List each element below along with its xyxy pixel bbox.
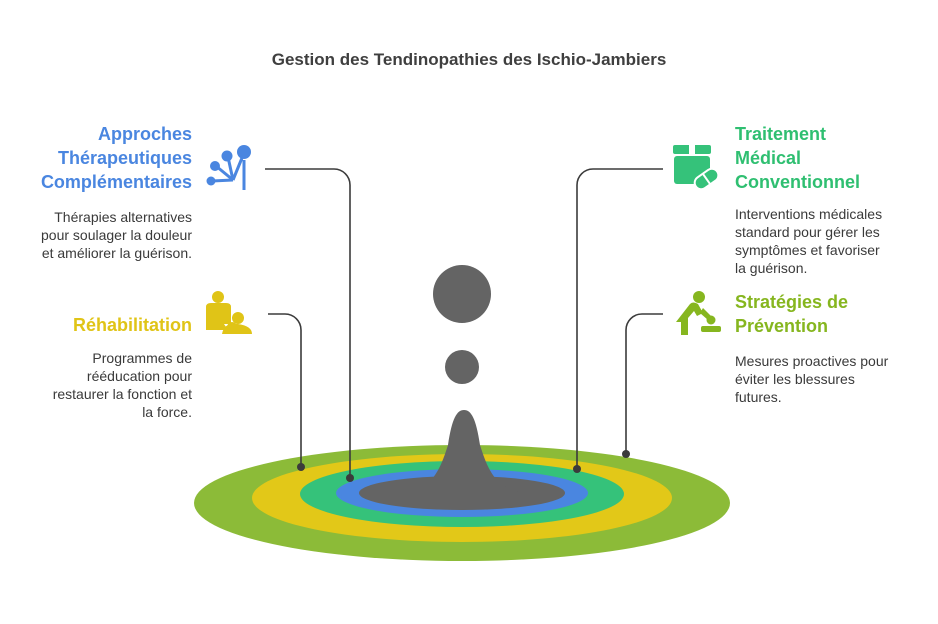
medical-description-line: la guérison.: [735, 260, 808, 276]
rehabilitation-heading: Réhabilitation: [20, 313, 192, 337]
complementary-description-line: Thérapies alternatives: [54, 209, 192, 225]
complementary-description-line: pour soulager la douleur: [41, 227, 192, 243]
medical-heading-line: Traitement: [735, 124, 827, 144]
medical-description-line: standard pour gérer les: [735, 224, 880, 240]
molecule-nodes-icon: [206, 145, 251, 190]
rehabilitation-description-line: Programmes de: [92, 350, 192, 366]
medical-heading-line: Médical: [735, 148, 802, 168]
medical-description-line: symptômes et favoriser: [735, 242, 880, 258]
rehabilitation-description-line: la force.: [142, 404, 192, 420]
medicine-box-icon: [673, 145, 720, 191]
medical-heading-line: Conventionnel: [735, 172, 860, 192]
rehabilitation-description-line: rééducation pour: [86, 368, 192, 384]
prevention-description-line: éviter les blessures: [735, 371, 855, 387]
medical-description-line: Interventions médicales: [735, 206, 883, 222]
connector-dot-prevention: [622, 450, 630, 458]
connector-dot-medical: [573, 465, 581, 473]
complementary-heading-line: Complémentaires: [40, 172, 192, 192]
medical-description: Interventions médicales standard pour gé…: [735, 205, 925, 277]
droplet-small: [445, 350, 479, 384]
complementary-heading-line: Thérapeutiques: [57, 148, 192, 168]
complementary-heading: Approches Thérapeutiques Complémentaires: [20, 122, 192, 194]
rehabilitation-description: Programmes de rééducation pour restaurer…: [20, 349, 192, 421]
droplet-large: [433, 265, 491, 323]
prevention-description-line: Mesures proactives pour: [735, 353, 889, 369]
connector-complementary: [265, 168, 351, 478]
care-worker-icon: [676, 291, 721, 335]
diagram-title: Gestion des Tendinopathies des Ischio-Ja…: [271, 50, 667, 69]
rehabilitation-description-line: restaurer la fonction et: [52, 386, 192, 402]
connector-rehabilitation: [268, 313, 302, 467]
caregiver-icon: [206, 291, 252, 334]
prevention-description-line: futures.: [735, 389, 782, 405]
complementary-heading-line: Approches: [97, 124, 192, 144]
complementary-description-line: et améliorer la guérison.: [41, 245, 192, 261]
prevention-heading-line: Stratégies de: [735, 292, 849, 312]
prevention-description: Mesures proactives pour éviter les bless…: [735, 352, 925, 406]
prevention-heading: Stratégies de Prévention: [735, 290, 925, 338]
connector-medical: [576, 168, 663, 469]
medical-heading: Traitement Médical Conventionnel: [735, 122, 925, 194]
connector-prevention: [625, 313, 663, 454]
splash-peak: [398, 410, 530, 493]
complementary-description: Thérapies alternatives pour soulager la …: [20, 208, 192, 262]
prevention-heading-line: Prévention: [735, 316, 829, 336]
rehabilitation-heading-line: Réhabilitation: [72, 315, 192, 335]
connector-dot-rehabilitation: [297, 463, 305, 471]
connector-dot-complementary: [346, 474, 354, 482]
